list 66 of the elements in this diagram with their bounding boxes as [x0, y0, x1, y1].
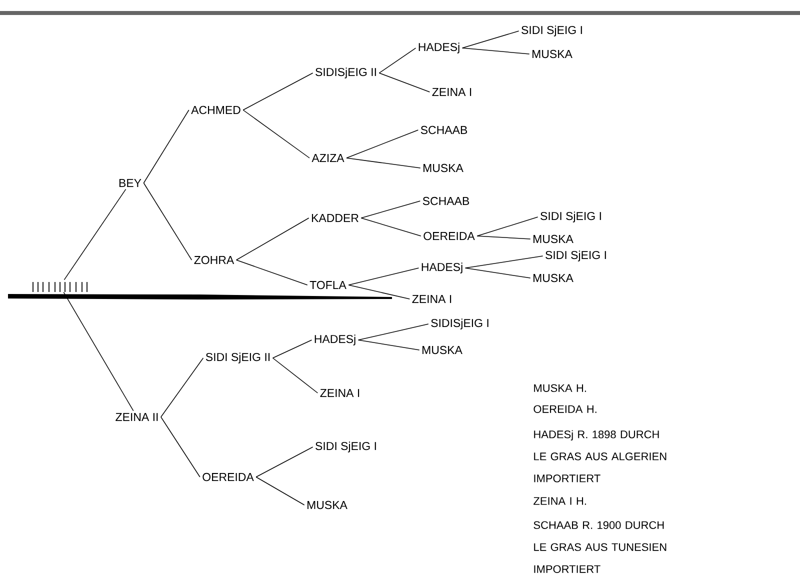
- pedigree-line: [272, 340, 312, 358]
- pedigree-line: [236, 218, 310, 260]
- pedigree-name: SCHAAB: [420, 126, 468, 134]
- pedigree-name: SIDI SjEIG I: [316, 442, 376, 452]
- pedigree-name: OEREIDA: [424, 232, 475, 240]
- pedigree-line: [462, 30, 520, 48]
- pedigree-name: KADDER: [312, 214, 358, 222]
- note-text: MUSKA H.: [534, 384, 586, 392]
- pedigree-line: [348, 284, 410, 300]
- pedigree-line: [360, 218, 422, 236]
- pedigree-name: MUSKA: [308, 500, 348, 510]
- pedigree-line: [143, 110, 190, 184]
- pedigree-line: [360, 200, 421, 218]
- pedigree-name: HADESj: [314, 334, 356, 346]
- pedigree-name: SIDI SjEIG I: [546, 250, 606, 262]
- pedigree-line: [143, 182, 192, 260]
- pedigree-name: SIDI SjEIG II: [206, 352, 270, 364]
- pedigree-line: [346, 158, 421, 168]
- pedigree-line: [346, 130, 419, 158]
- pedigree-line: [378, 72, 430, 92]
- pedigree-line: [160, 416, 200, 478]
- pedigree-name: ACHMED: [191, 106, 240, 114]
- pedigree-name: MUSKA: [424, 164, 464, 172]
- pedigree-name: SIDISjEIG II: [316, 68, 376, 78]
- pedigree-name: ZEINA I: [412, 295, 452, 303]
- pedigree-name: MUSKA: [422, 346, 462, 354]
- pedigree-line: [236, 260, 308, 286]
- pedigree-name: SIDI SjEIG I: [540, 212, 601, 222]
- pedigree-line: [476, 236, 531, 240]
- pedigree-line: [462, 48, 530, 54]
- pedigree-line: [464, 256, 544, 268]
- pedigree-line: [64, 188, 126, 280]
- pedigree-name: SIDI SjEIG I: [522, 26, 582, 36]
- pedigree-name: HADESj: [418, 42, 460, 54]
- pedigree-line: [348, 268, 420, 286]
- pedigree-line: [464, 268, 531, 278]
- note-text: SCHAAB R. 1900 DURCH LE GRAS AUS TUNESIEN IMPORTIERT: [534, 521, 666, 573]
- pedigree-line: [160, 358, 204, 418]
- pedigree-line: [242, 72, 314, 110]
- pedigree-line: [358, 324, 429, 340]
- pedigree-name: HADESj: [422, 262, 462, 274]
- pedigree-name: TOFLA: [310, 280, 346, 290]
- pedigree-name: AZIZA: [312, 154, 344, 162]
- pedigree-name: MUSKA: [534, 234, 574, 244]
- pedigree-name: ZEINA I: [432, 88, 472, 96]
- cut-off-lettering-drawing: [32, 282, 88, 292]
- pedigree-line: [256, 446, 314, 478]
- pedigree-line: [358, 340, 420, 350]
- pedigree-name: SIDISjEIG I: [431, 318, 488, 330]
- pedigree-name: ZOHRA: [194, 256, 234, 264]
- pedigree-line: [242, 110, 310, 158]
- note-text: OEREIDA H.: [534, 405, 596, 413]
- pedigree-line: [63, 292, 134, 412]
- pedigree-name: BEY: [119, 179, 142, 187]
- pedigree-name: SCHAAB: [422, 196, 470, 206]
- pedigree-name: ZEINA II: [116, 413, 158, 421]
- pedigree-line: [378, 48, 416, 74]
- pedigree-line: [272, 358, 318, 394]
- note-text: ZEINA I H.: [534, 497, 586, 505]
- pedigree-name: ZEINA I: [320, 389, 360, 397]
- note-text: HADESj R. 1898 DURCH LE GRAS AUS ALGERIEN IMPORTIERT: [534, 430, 666, 482]
- pedigree-name: MUSKA: [532, 50, 572, 58]
- pedigree-name: OEREIDA: [202, 472, 254, 482]
- pedigree-line: [476, 216, 538, 236]
- pedigree-line: [256, 476, 305, 506]
- pedigree-name: MUSKA: [534, 274, 574, 282]
